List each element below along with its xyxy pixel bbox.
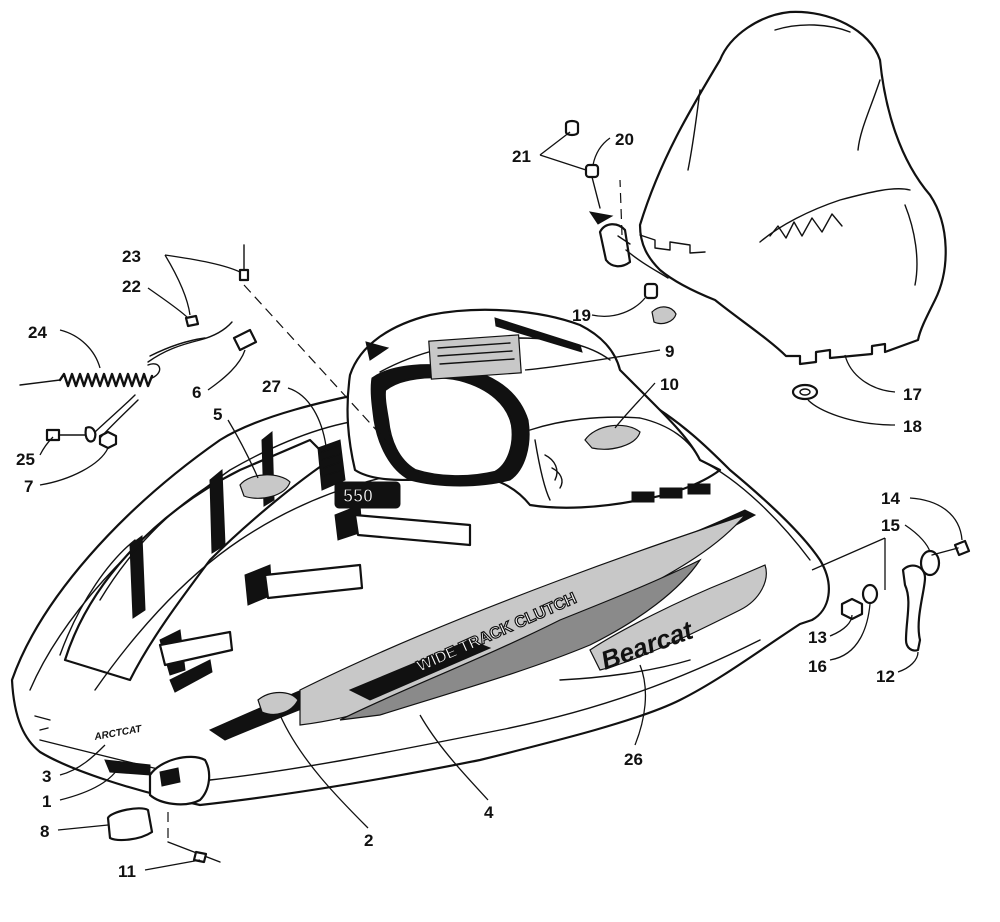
callout-1: 1 — [42, 792, 51, 811]
callout-18: 18 — [903, 417, 922, 436]
callout-13: 13 — [808, 628, 827, 647]
callout-15: 15 — [881, 516, 900, 535]
callout-27: 27 — [262, 377, 281, 396]
windshield — [638, 10, 947, 366]
callout-6: 6 — [192, 383, 201, 402]
callout-9: 9 — [665, 342, 674, 361]
model-badge — [334, 481, 401, 509]
nose-plate — [106, 807, 221, 864]
callout-10: 10 — [660, 375, 679, 394]
callout-19: 19 — [572, 306, 591, 325]
callout-23: 23 — [122, 247, 141, 266]
callout-11: 11 — [118, 862, 136, 881]
callout-7: 7 — [24, 477, 33, 496]
callout-12: 12 — [876, 667, 895, 686]
leader-lines — [39, 131, 963, 871]
callout-25: 25 — [16, 450, 35, 469]
callout-2: 2 — [364, 831, 373, 850]
washer-18 — [791, 383, 819, 401]
callout-14: 14 — [881, 489, 900, 508]
windshield-mount — [564, 119, 677, 325]
callout-16: 16 — [808, 657, 827, 676]
model-badge-text: 550 — [343, 486, 373, 506]
callout-4: 4 — [484, 803, 494, 822]
callout-8: 8 — [40, 822, 49, 841]
callout-17: 17 — [903, 385, 922, 404]
callout-20: 20 — [615, 130, 634, 149]
callout-labels: 1 2 3 4 5 6 7 8 9 10 11 12 13 14 15 16 1… — [16, 130, 922, 881]
hood-strap-hardware — [19, 244, 258, 450]
hood: 550 WIDE TRACK CLUTCH Bearcat ARCTCAT — [10, 308, 830, 807]
callout-24: 24 — [28, 323, 47, 342]
callout-3: 3 — [42, 767, 51, 786]
callout-26: 26 — [624, 750, 643, 769]
hood-latch-hardware — [811, 537, 971, 652]
callout-21: 21 — [512, 147, 531, 166]
callout-5: 5 — [213, 405, 222, 424]
callout-22: 22 — [122, 277, 141, 296]
